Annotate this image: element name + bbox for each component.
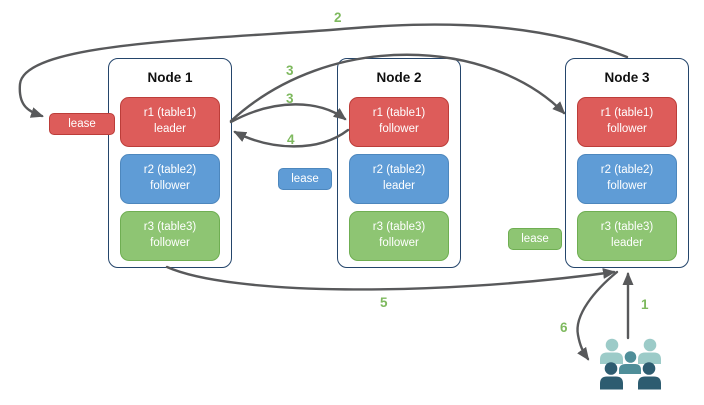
replica-role: follower xyxy=(379,237,419,249)
node-2-box: Node 2 r1 (table1) follower r2 (table2) … xyxy=(337,58,461,268)
step-label-5: 5 xyxy=(380,295,388,310)
replica-role: follower xyxy=(150,180,190,192)
replica-name: r3 (table3) xyxy=(372,221,426,234)
step-label-6: 6 xyxy=(560,320,568,335)
replica-name: r3 (table3) xyxy=(143,221,197,234)
node3-replica-r2: r2 (table2) follower xyxy=(577,154,677,204)
lease-badge-red: lease xyxy=(49,113,115,135)
lease-label: lease xyxy=(291,173,319,185)
step-label-3a: 3 xyxy=(286,63,294,78)
replica-role: follower xyxy=(150,237,190,249)
replica-name: r1 (table1) xyxy=(372,107,426,120)
lease-label: lease xyxy=(68,118,96,130)
replica-name: r1 (table1) xyxy=(600,107,654,120)
node-3-box: Node 3 r1 (table1) follower r2 (table2) … xyxy=(565,58,689,268)
replica-name: r1 (table1) xyxy=(143,107,197,120)
node2-replica-r1: r1 (table1) follower xyxy=(349,97,449,147)
step-label-2: 2 xyxy=(334,10,342,25)
replica-name: r2 (table2) xyxy=(372,164,426,177)
node1-replica-r3: r3 (table3) follower xyxy=(120,211,220,261)
lease-label: lease xyxy=(521,233,549,245)
node2-replica-r3: r3 (table3) follower xyxy=(349,211,449,261)
replica-name: r2 (table2) xyxy=(143,164,197,177)
replica-role: follower xyxy=(607,180,647,192)
step-label-1: 1 xyxy=(641,297,649,312)
replica-name: r3 (table3) xyxy=(600,221,654,234)
replica-name: r2 (table2) xyxy=(600,164,654,177)
replica-role: leader xyxy=(611,237,643,249)
node2-replica-r2: r2 (table2) leader xyxy=(349,154,449,204)
users-group-icon xyxy=(600,338,661,390)
node-3-title: Node 3 xyxy=(604,70,650,85)
node-1-box: Node 1 r1 (table1) leader r2 (table2) fo… xyxy=(108,58,232,268)
node1-replica-r1: r1 (table1) leader xyxy=(120,97,220,147)
node-2-title: Node 2 xyxy=(376,70,422,85)
replica-role: leader xyxy=(154,123,186,135)
node1-replica-r2: r2 (table2) follower xyxy=(120,154,220,204)
person-icon xyxy=(638,338,661,364)
arrow-step-6 xyxy=(576,270,619,361)
arrow-step-3-to-node2 xyxy=(229,103,347,124)
replica-role: leader xyxy=(383,180,415,192)
node3-replica-r3: r3 (table3) leader xyxy=(577,211,677,261)
person-icon xyxy=(619,351,641,374)
node3-replica-r1: r1 (table1) follower xyxy=(577,97,677,147)
arrow-step-5 xyxy=(165,265,616,291)
replica-role: follower xyxy=(379,123,419,135)
lease-badge-blue: lease xyxy=(278,168,332,190)
person-icon xyxy=(600,338,623,364)
step-label-3b: 3 xyxy=(286,91,294,106)
step-label-4: 4 xyxy=(287,132,295,147)
node-1-title: Node 1 xyxy=(147,70,193,85)
person-icon xyxy=(600,362,623,390)
lease-badge-green: lease xyxy=(508,228,562,250)
person-icon xyxy=(638,362,661,390)
replica-role: follower xyxy=(607,123,647,135)
